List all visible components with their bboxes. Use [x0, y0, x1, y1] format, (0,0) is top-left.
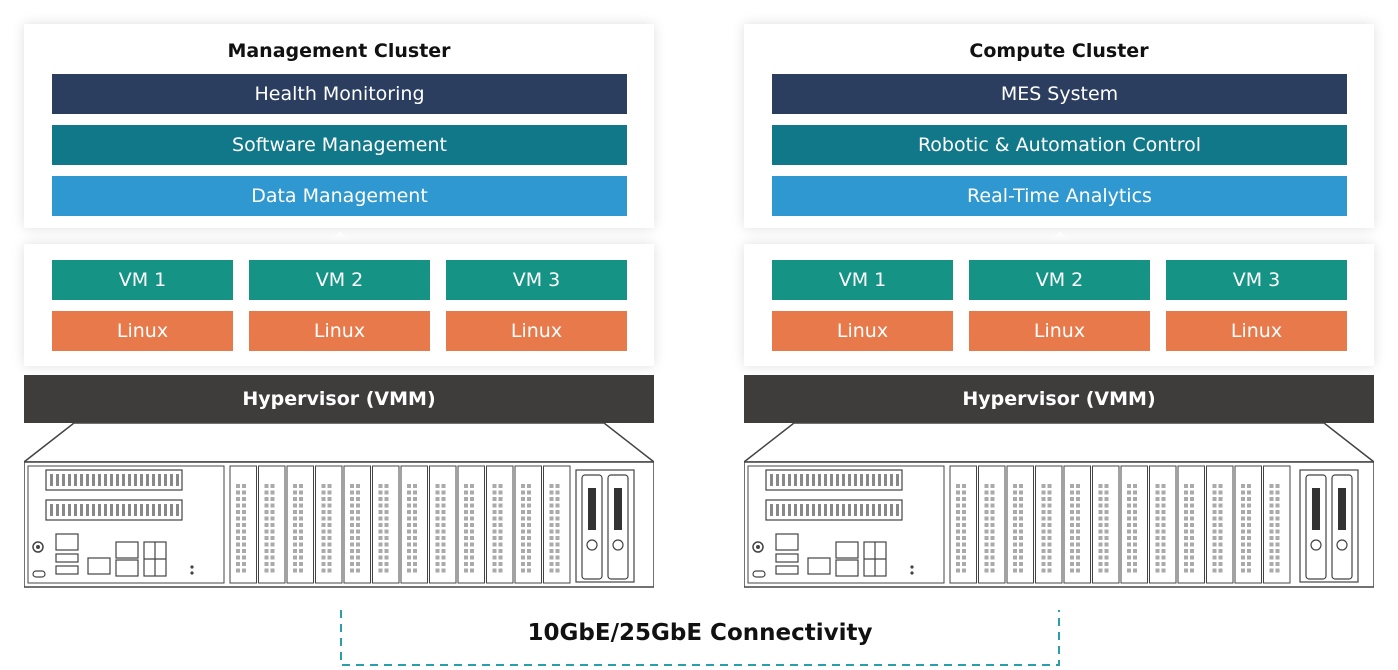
vent-slot	[45, 469, 183, 491]
usb-port-icon	[775, 565, 799, 575]
chassis-top	[21, 422, 657, 463]
ethernet-port-icon	[87, 557, 111, 575]
vm-box: VM 3	[1166, 260, 1347, 300]
led-indicator	[32, 570, 46, 578]
vm-panel: VM 1 VM 2 VM 3 Linux Linux Linux	[744, 244, 1374, 366]
hypervisor-bar: Hypervisor (VMM)	[24, 375, 654, 423]
os-box: Linux	[1166, 311, 1347, 351]
cluster-title: Compute Cluster	[969, 40, 1149, 62]
os-box: Linux	[446, 311, 627, 351]
compute-cluster: Compute Cluster MES System Robotic & Aut…	[741, 0, 1377, 590]
usb-port-icon	[55, 565, 79, 575]
connectivity-bracket	[340, 610, 1060, 666]
vent-slot	[765, 469, 903, 491]
ethernet-port-icon	[835, 541, 859, 559]
led-indicator	[752, 570, 766, 578]
cluster-services-panel: Compute Cluster MES System Robotic & Aut…	[744, 24, 1374, 228]
hypervisor-bar: Hypervisor (VMM)	[744, 375, 1374, 423]
ethernet-port-icon	[115, 559, 139, 577]
ethernet-port-icon	[775, 533, 799, 551]
os-box: Linux	[249, 311, 430, 351]
service-bar: Data Management	[52, 176, 627, 216]
vm-box: VM 2	[969, 260, 1150, 300]
service-bar: Robotic & Automation Control	[772, 125, 1347, 165]
ethernet-port-icon	[55, 533, 79, 551]
os-box: Linux	[52, 311, 233, 351]
ethernet-port-icon	[115, 541, 139, 559]
vm-box: VM 1	[52, 260, 233, 300]
usb-port-icon	[775, 553, 799, 563]
service-bar: Health Monitoring	[52, 74, 627, 114]
connectivity-label: 10GbE/25GbE Connectivity	[527, 620, 873, 646]
service-bar: Software Management	[52, 125, 627, 165]
service-bar: Real-Time Analytics	[772, 176, 1347, 216]
vm-panel: VM 1 VM 2 VM 3 Linux Linux Linux	[24, 244, 654, 366]
panel-pointer	[1044, 232, 1076, 244]
cluster-services-panel: Management Cluster Health Monitoring Sof…	[24, 24, 654, 228]
server-illustration	[741, 420, 1377, 590]
vent-slot	[765, 499, 903, 521]
cluster-title: Management Cluster	[227, 40, 451, 62]
ethernet-port-icon	[835, 559, 859, 577]
service-bar: MES System	[772, 74, 1347, 114]
chassis-top	[741, 422, 1377, 463]
os-box: Linux	[772, 311, 953, 351]
vent-slot	[45, 499, 183, 521]
vm-box: VM 1	[772, 260, 953, 300]
os-box: Linux	[969, 311, 1150, 351]
management-cluster: Management Cluster Health Monitoring Sof…	[21, 0, 657, 590]
ethernet-port-icon	[807, 557, 831, 575]
panel-pointer	[324, 232, 356, 244]
vm-box: VM 3	[446, 260, 627, 300]
usb-port-icon	[55, 553, 79, 563]
server-illustration	[21, 420, 657, 590]
vm-box: VM 2	[249, 260, 430, 300]
